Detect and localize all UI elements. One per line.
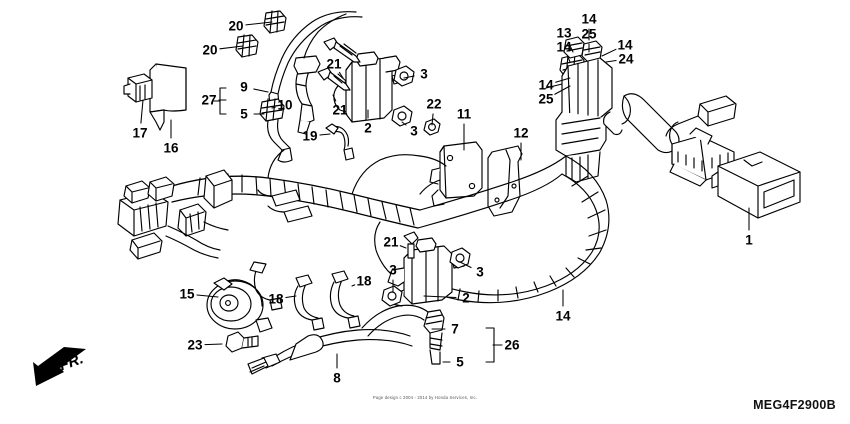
callout-26: 26: [504, 337, 520, 353]
callout-13: 13: [556, 25, 572, 41]
part-14-connector-a: [563, 36, 585, 59]
callout-3: 3: [476, 264, 484, 280]
callout-21: 21: [383, 234, 399, 250]
callout-15: 15: [179, 286, 195, 302]
coil-cylinder-right: [603, 93, 680, 154]
part-11-regulator: [429, 141, 483, 207]
part-18-band-c: [249, 261, 283, 311]
callout-25: 25: [581, 26, 597, 42]
callout-18: 18: [356, 273, 372, 289]
copyright-notice: Page design c 2004 - 2014 by Honda Servi…: [372, 395, 478, 400]
callout-9: 9: [240, 79, 248, 95]
callout-21: 21: [326, 56, 342, 72]
callout-25: 25: [538, 91, 554, 107]
part-18-band-b: [329, 270, 361, 329]
leader-line-3: [459, 261, 472, 269]
callout-17: 17: [132, 125, 148, 141]
part-20-clip-b: [235, 34, 259, 58]
part-19-clamp: [325, 123, 355, 161]
leader-line-19: [319, 133, 331, 136]
callout-18: 18: [268, 291, 284, 307]
callout-3: 3: [420, 66, 428, 82]
callout-23: 23: [187, 337, 203, 353]
callout-11: 11: [456, 106, 472, 122]
part-5-plug-cap-lower: [423, 309, 445, 365]
part-18-band-a: [293, 274, 325, 331]
lead-cap-top: [293, 13, 347, 75]
leader-line-3: [401, 121, 407, 126]
leader-line-18: [351, 284, 356, 287]
callout-24: 24: [618, 51, 634, 67]
part-21-bolt-lower: [403, 231, 419, 259]
callout-1: 1: [745, 232, 753, 248]
callout-27: 27: [201, 92, 217, 108]
part-10-plug-cap: [259, 98, 293, 163]
callout-19: 19: [302, 128, 318, 144]
callout-14: 14: [581, 11, 597, 27]
part-23-bolt: [225, 331, 259, 353]
callout-3: 3: [410, 123, 418, 139]
callout-5: 5: [456, 354, 464, 370]
part-3-nut-a: [393, 65, 415, 87]
leader-line-23: [204, 343, 223, 346]
callout-21: 21: [332, 102, 348, 118]
callout-8: 8: [333, 370, 341, 386]
callout-12: 12: [513, 125, 529, 141]
part-8-plug-lead: [247, 329, 413, 375]
leader-line-14: [567, 55, 571, 63]
callout-14: 14: [555, 308, 571, 324]
part-15-horn: [206, 277, 273, 333]
bullet-connector-topright: [665, 95, 737, 137]
part-1-ecu-unit: [711, 151, 801, 219]
callout-16: 16: [163, 140, 179, 156]
callout-20: 20: [228, 18, 244, 34]
part-3-nut-b: [391, 105, 413, 127]
left-connector-cluster: [117, 169, 313, 260]
callout-10: 10: [277, 97, 293, 113]
main-coupler-block: [555, 57, 613, 183]
part-3-nut-lower-a: [381, 285, 403, 307]
front-direction-arrow: [33, 347, 86, 386]
part-17-connector: [123, 73, 153, 103]
bracket-27: [213, 87, 227, 115]
leader-line-13: [567, 41, 574, 53]
part-21-bolt-b: [317, 67, 351, 91]
part-16-relay: [149, 63, 187, 131]
callout-22: 22: [426, 96, 442, 112]
leader-line-3: [403, 75, 415, 79]
callout-2: 2: [364, 120, 372, 136]
leader-line-14: [601, 48, 617, 57]
leader-line-20: [245, 21, 273, 26]
callout-7: 7: [451, 321, 459, 337]
callout-20: 20: [202, 42, 218, 58]
leader-line-21: [399, 245, 407, 249]
callout-leader-lines: [140, 21, 750, 369]
diagram-part-number: MEG4F2900B: [753, 398, 836, 412]
leader-line-20: [219, 45, 244, 50]
callout-14: 14: [556, 39, 572, 55]
part-7-lead-upper-branch: [361, 304, 429, 337]
leader-line-17: [140, 99, 144, 124]
leader-line-2: [423, 295, 457, 299]
callout-14: 14: [538, 77, 554, 93]
part-14-main-wire-harness: [171, 149, 610, 304]
part-21-bolt-a: [323, 37, 361, 63]
callout-3: 3: [389, 262, 397, 278]
leader-line-22: [431, 113, 434, 126]
leader-line-14: [555, 77, 571, 83]
callout-14: 14: [617, 37, 633, 53]
leader-line-18: [285, 295, 297, 299]
callout-2: 2: [462, 290, 470, 306]
leader-line-21: [338, 71, 344, 79]
leader-line-9: [253, 88, 269, 93]
leader-line-10: [271, 106, 276, 109]
leader-line-15: [196, 294, 219, 298]
part-22-nut: [423, 118, 441, 136]
leader-line-24: [605, 59, 617, 63]
leader-line-21: [332, 94, 337, 102]
leader-line-25: [554, 85, 571, 95]
callout-5: 5: [240, 106, 248, 122]
